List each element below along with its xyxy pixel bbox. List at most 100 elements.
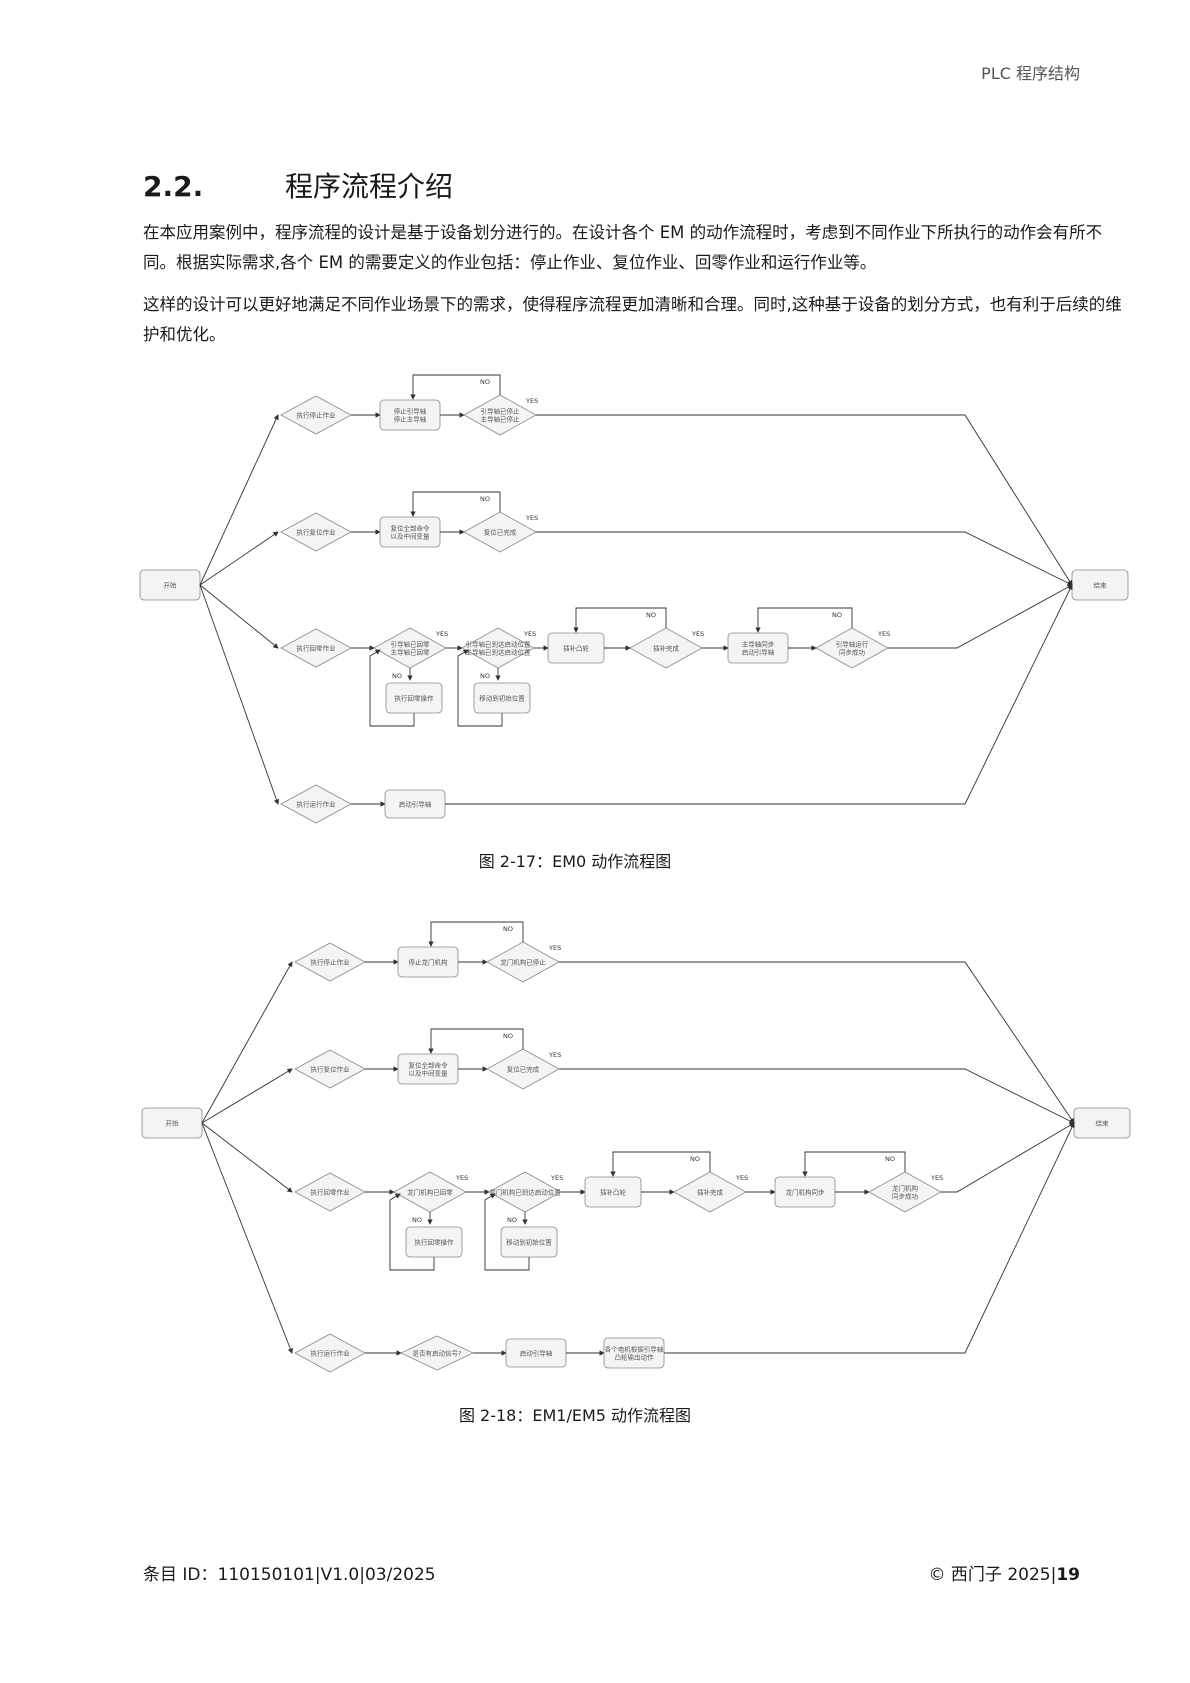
- edge-start-1: [199, 531, 279, 586]
- rect-home-p2-text: 龙门机构同步: [786, 1187, 826, 1196]
- loop-home-c4: [755, 607, 853, 633]
- label-no: NO: [503, 1032, 513, 1040]
- edge-stop-end: [559, 961, 1075, 1124]
- loop-home-c3: [610, 1151, 711, 1177]
- label-yes: YES: [523, 630, 536, 638]
- rect-stop-action-text: 停止龙门机构: [409, 957, 449, 966]
- start-node-text: 开始: [164, 580, 178, 589]
- label-yes: YES: [548, 1051, 561, 1059]
- rect-reset-action-text: 复位全部命令: [391, 523, 431, 532]
- edge-start-0: [201, 961, 293, 1124]
- rect-home-a2-text: 移动到初始位置: [506, 1237, 552, 1246]
- flowchart-em0: 开始结束执行停止作业执行复位作业执行回零作业执行运行作业停止引导轴停止主导轴引导…: [139, 374, 1129, 824]
- rect-run-action2-text: 各个电机根据引导轴: [605, 1344, 664, 1353]
- rect-stop-action-text: 停止引导轴: [394, 406, 427, 415]
- edge-start-3: [199, 584, 280, 805]
- rect-stop-action-text: 停止主导轴: [394, 414, 427, 423]
- label-yes: YES: [550, 1174, 563, 1182]
- rect-run-action-text: 启动引导轴: [520, 1348, 553, 1357]
- figure-caption-2-18: 图 2-18：EM1/EM5 动作流程图: [458, 1406, 692, 1425]
- diamond-stop-check-text: 主导轴已停止: [481, 414, 521, 423]
- diamond-home-c4-text: 引导轴运行: [836, 639, 869, 648]
- diamond-home-op-text: 执行回零作业: [311, 1187, 351, 1196]
- footer-doc-id: 条目 ID：110150101|V1.0|03/2025: [143, 1565, 436, 1585]
- end-node-text: 结束: [1096, 1118, 1110, 1127]
- rect-reset-action-text: 以及中间变量: [409, 1068, 449, 1077]
- label-yes: YES: [435, 630, 448, 638]
- label-yes: YES: [877, 630, 890, 638]
- diamond-home-c1-text: 引导轴已回零: [391, 639, 431, 648]
- rect-run-action2-text: 凸轮输出动作: [615, 1352, 655, 1361]
- rect-home-a2-text: 移动到初始位置: [479, 693, 525, 702]
- diamond-home-c4-text: 同步成功: [839, 647, 866, 656]
- copyright-text: © 西门子 2025|: [928, 1565, 1057, 1585]
- label-yes: YES: [525, 514, 538, 522]
- paragraph-2: 这样的设计可以更好地满足不同作业场景下的需求，使得程序流程更加清晰和合理。同时,…: [143, 295, 1122, 344]
- label-no: NO: [832, 611, 842, 619]
- loop-home-a1: [389, 1193, 435, 1271]
- label-no: NO: [412, 1216, 422, 1224]
- rect-home-a1-text: 执行回零操作: [415, 1237, 455, 1246]
- diamond-stop-op-text: 执行停止作业: [297, 410, 337, 419]
- loop-home-a2: [484, 1193, 530, 1271]
- diamond-reset-op-text: 执行复位作业: [297, 527, 337, 536]
- diamond-run-op-text: 执行运行作业: [297, 799, 337, 808]
- paragraph-1: 在本应用案例中，程序流程的设计是基于设备划分进行的。在设计各个 EM 的动作流程…: [143, 223, 1103, 272]
- label-no: NO: [646, 611, 656, 619]
- section-number: 2.2.: [143, 170, 204, 203]
- label-yes: YES: [525, 397, 538, 405]
- edge-home-end: [941, 1122, 1075, 1193]
- rect-home-p2-text: 主导轴同步: [742, 639, 775, 648]
- edge-reset-end: [536, 531, 1073, 586]
- flowchart-em1-em5: 开始结束执行停止作业执行复位作业执行回零作业执行运行作业停止龙门机构龙门机构已停…: [141, 921, 1131, 1373]
- label-yes: YES: [691, 630, 704, 638]
- label-no: NO: [480, 672, 490, 680]
- loop-stop: [410, 374, 501, 400]
- rect-home-p1-text: 插补凸轮: [600, 1187, 627, 1196]
- label-yes: YES: [548, 944, 561, 952]
- edge-start-0: [199, 414, 279, 586]
- diamond-reset-check-text: 复位已完成: [507, 1064, 540, 1073]
- diamond-home-c3-text: 插补完成: [653, 643, 680, 652]
- footer-copyright: © 西门子 2025|19: [929, 1560, 1080, 1585]
- loop-stop: [428, 921, 524, 947]
- loop-reset: [410, 491, 501, 517]
- label-no: NO: [690, 1155, 700, 1163]
- loop-home-c3: [573, 607, 667, 633]
- loop-home-a1: [369, 649, 415, 727]
- diamond-run-question-text: 是否有启动信号?: [413, 1348, 462, 1357]
- label-no: NO: [503, 925, 513, 933]
- diamond-home-c3-text: 插补完成: [697, 1187, 724, 1196]
- edge-home-end: [888, 584, 1073, 649]
- page-number: 19: [1056, 1565, 1080, 1585]
- diamond-home-c2-text: 龙门机构已到达启动位置: [489, 1187, 561, 1196]
- edge-stop-end: [536, 414, 1073, 586]
- edge-start-2: [199, 584, 279, 649]
- end-node-text: 结束: [1094, 580, 1108, 589]
- diamond-reset-op-text: 执行复位作业: [311, 1064, 351, 1073]
- label-yes: YES: [930, 1174, 943, 1182]
- diamond-stop-check-text: 引导轴已停止: [481, 406, 521, 415]
- rect-home-p2-text: 启动引导轴: [742, 647, 775, 656]
- label-yes: YES: [735, 1174, 748, 1182]
- label-no: NO: [885, 1155, 895, 1163]
- rect-reset-action-text: 复位全部命令: [409, 1060, 449, 1069]
- section-title: 程序流程介绍: [285, 170, 454, 203]
- label-no: NO: [480, 378, 490, 386]
- edge-run-end: [664, 1122, 1075, 1354]
- loop-home-c4: [802, 1151, 906, 1177]
- label-no: NO: [480, 495, 490, 503]
- diamond-home-c4-text: 龙门机构: [892, 1183, 919, 1192]
- section-heading: 2.2. 程序流程介绍: [143, 165, 453, 205]
- label-no: NO: [507, 1216, 517, 1224]
- rect-run-action-text: 启动引导轴: [399, 799, 432, 808]
- diamond-stop-op-text: 执行停止作业: [311, 957, 351, 966]
- rect-reset-action-text: 以及中间变量: [391, 531, 431, 540]
- loop-home-a2: [457, 649, 503, 727]
- label-no: NO: [392, 672, 402, 680]
- diamond-run-op-text: 执行运行作业: [311, 1348, 351, 1357]
- edge-reset-end: [559, 1068, 1075, 1124]
- diamond-reset-check-text: 复位已完成: [484, 527, 517, 536]
- rect-home-a1-text: 执行回零操作: [395, 693, 435, 702]
- figure-caption-2-17: 图 2-17：EM0 动作流程图: [478, 852, 672, 871]
